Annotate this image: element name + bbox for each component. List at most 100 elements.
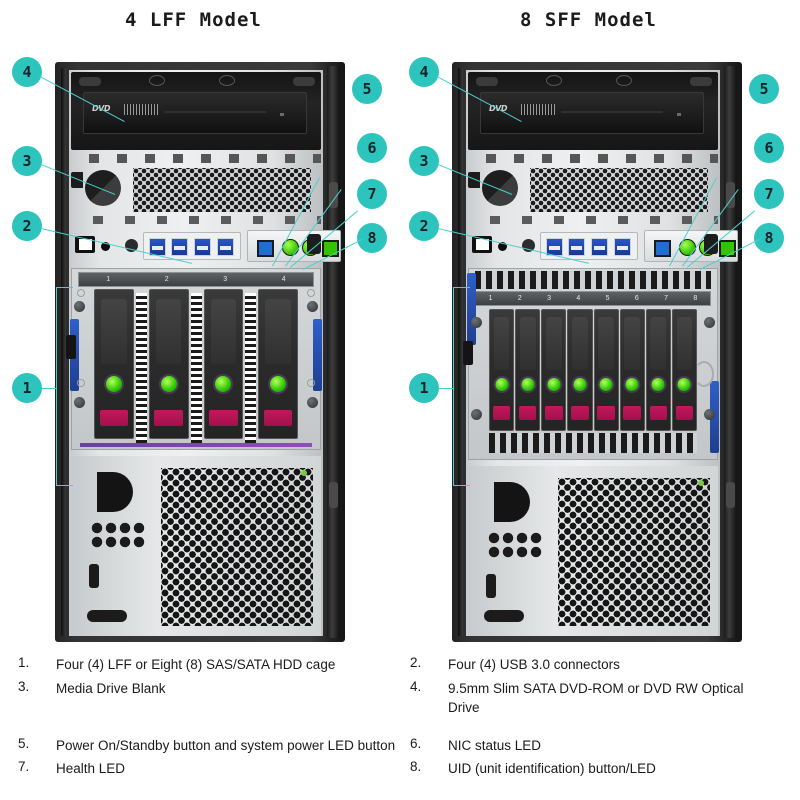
drive-carrier-1[interactable] bbox=[94, 289, 134, 439]
carrier-handle[interactable] bbox=[263, 410, 293, 426]
usb-port-4[interactable] bbox=[614, 238, 631, 256]
drive-carrier-2[interactable] bbox=[515, 309, 541, 431]
callout-6-nic-status-led[interactable]: 6 bbox=[357, 133, 387, 163]
cage-latch-blue[interactable] bbox=[313, 319, 322, 391]
usb-connector-group[interactable] bbox=[143, 232, 241, 260]
usb-port-3[interactable] bbox=[591, 238, 608, 256]
callout-3-media-drive-blank[interactable]: 3 bbox=[409, 146, 439, 176]
usb-port-3[interactable] bbox=[194, 238, 211, 256]
lower-panel-slot bbox=[486, 574, 496, 598]
power-button-led[interactable] bbox=[282, 239, 299, 256]
panel-side-tab bbox=[468, 172, 480, 188]
carrier-handle[interactable] bbox=[597, 406, 615, 420]
callout-1-bracket bbox=[56, 287, 73, 486]
legend-row: 5. Power On/Standby button and system po… bbox=[0, 736, 800, 760]
callout-7-health-led[interactable]: 7 bbox=[754, 179, 784, 209]
legend-row: 1. Four (4) LFF or Eight (8) SAS/SATA HD… bbox=[0, 655, 800, 679]
carrier-handle[interactable] bbox=[99, 410, 129, 426]
callout-1-hdd-cage[interactable]: 1 bbox=[12, 373, 42, 403]
io-indicator-dot bbox=[101, 242, 110, 251]
legend-text: Media Drive Blank bbox=[56, 680, 166, 696]
callout-5-power-button[interactable]: 5 bbox=[749, 74, 779, 104]
carrier-handle[interactable] bbox=[209, 410, 238, 426]
drive-carrier-8[interactable] bbox=[671, 309, 697, 431]
cage-top-vent bbox=[475, 271, 711, 289]
carrier-handle[interactable] bbox=[154, 410, 183, 426]
drive-carrier-4[interactable] bbox=[258, 289, 298, 439]
bay-number: 3 bbox=[547, 295, 552, 302]
dvd-eject-button[interactable] bbox=[677, 113, 681, 116]
usb-port-2[interactable] bbox=[171, 238, 188, 256]
front-io-strip bbox=[468, 230, 738, 262]
panel-clips bbox=[71, 154, 321, 163]
carrier-grip bbox=[155, 298, 182, 364]
callout-1-hdd-cage[interactable]: 1 bbox=[409, 373, 439, 403]
power-button-led[interactable] bbox=[679, 239, 696, 256]
uid-button-led[interactable] bbox=[654, 240, 671, 257]
carrier-handle[interactable] bbox=[623, 406, 641, 420]
carrier-handle[interactable] bbox=[571, 406, 589, 420]
callout-5-power-button[interactable]: 5 bbox=[352, 74, 382, 104]
carrier-grip bbox=[265, 298, 291, 364]
callout-8-uid-button[interactable]: 8 bbox=[357, 223, 387, 253]
carrier-handle[interactable] bbox=[545, 406, 563, 420]
drive-carrier-3[interactable] bbox=[541, 309, 567, 431]
callout-3-media-drive-blank[interactable]: 3 bbox=[12, 146, 42, 176]
cage-arc-mark bbox=[694, 361, 714, 387]
uid-button-led[interactable] bbox=[257, 240, 274, 257]
usb-port-1[interactable] bbox=[149, 238, 166, 256]
cage-latch-blue[interactable] bbox=[710, 381, 719, 453]
callout-7-health-led[interactable]: 7 bbox=[357, 179, 387, 209]
cage-hole bbox=[77, 379, 85, 387]
carrier-grip bbox=[676, 317, 693, 370]
bay-divider-vent bbox=[245, 293, 257, 443]
io-button-round[interactable] bbox=[125, 239, 138, 252]
carrier-handle[interactable] bbox=[675, 406, 694, 420]
callout-6-nic-status-led[interactable]: 6 bbox=[754, 133, 784, 163]
drive-carrier-5[interactable] bbox=[593, 309, 619, 431]
rail-notch bbox=[329, 182, 338, 208]
optical-drive[interactable]: DVD bbox=[83, 92, 307, 134]
drive-carrier-3[interactable] bbox=[203, 289, 244, 439]
legend-number: 1. bbox=[18, 655, 30, 670]
carrier-handle[interactable] bbox=[518, 406, 537, 420]
drive-activity-led bbox=[649, 376, 667, 393]
cage-latch-blue[interactable] bbox=[467, 273, 476, 345]
bezel-tab bbox=[293, 77, 315, 86]
callout-2-usb-connectors[interactable]: 2 bbox=[409, 211, 439, 241]
sff-model-title: 8 SFF Model bbox=[520, 9, 657, 31]
dvd-slot bbox=[164, 111, 266, 113]
usb-port-1[interactable] bbox=[546, 238, 563, 256]
bay-number: 2 bbox=[517, 295, 522, 302]
drive-carrier-2[interactable] bbox=[148, 289, 189, 439]
drive-carrier-1[interactable] bbox=[489, 309, 515, 431]
legend-number: 2. bbox=[410, 655, 422, 670]
callout-4-optical-drive[interactable]: 4 bbox=[409, 57, 439, 87]
usb-port-2[interactable] bbox=[568, 238, 585, 256]
drive-activity-led bbox=[571, 376, 589, 393]
usb-port-4[interactable] bbox=[217, 238, 234, 256]
usb-connector-group[interactable] bbox=[540, 232, 638, 260]
carrier-handle[interactable] bbox=[492, 406, 511, 420]
bezel-hole bbox=[219, 75, 235, 86]
dvd-eject-button[interactable] bbox=[280, 113, 284, 116]
drive-carrier-6[interactable] bbox=[619, 309, 645, 431]
bay-number: 4 bbox=[576, 295, 581, 302]
lower-panel-led bbox=[301, 470, 307, 476]
bay-number: 5 bbox=[605, 295, 610, 302]
bezel-tab bbox=[476, 77, 498, 86]
chassis-left-rail bbox=[458, 68, 463, 636]
drive-activity-led bbox=[213, 374, 234, 394]
legend-number: 6. bbox=[410, 735, 422, 751]
callout-4-optical-drive[interactable]: 4 bbox=[12, 57, 42, 87]
drive-carrier-4[interactable] bbox=[567, 309, 593, 431]
io-button-round[interactable] bbox=[522, 239, 535, 252]
drive-carrier-7[interactable] bbox=[645, 309, 671, 431]
callout-2-usb-connectors[interactable]: 2 bbox=[12, 211, 42, 241]
callout-8-uid-button[interactable]: 8 bbox=[754, 223, 784, 253]
carrier-handle[interactable] bbox=[649, 406, 668, 420]
optical-drive[interactable]: DVD bbox=[480, 92, 704, 134]
io-end-tab bbox=[307, 234, 321, 254]
cage-hole bbox=[307, 379, 315, 387]
drive-bay-row bbox=[94, 289, 298, 443]
